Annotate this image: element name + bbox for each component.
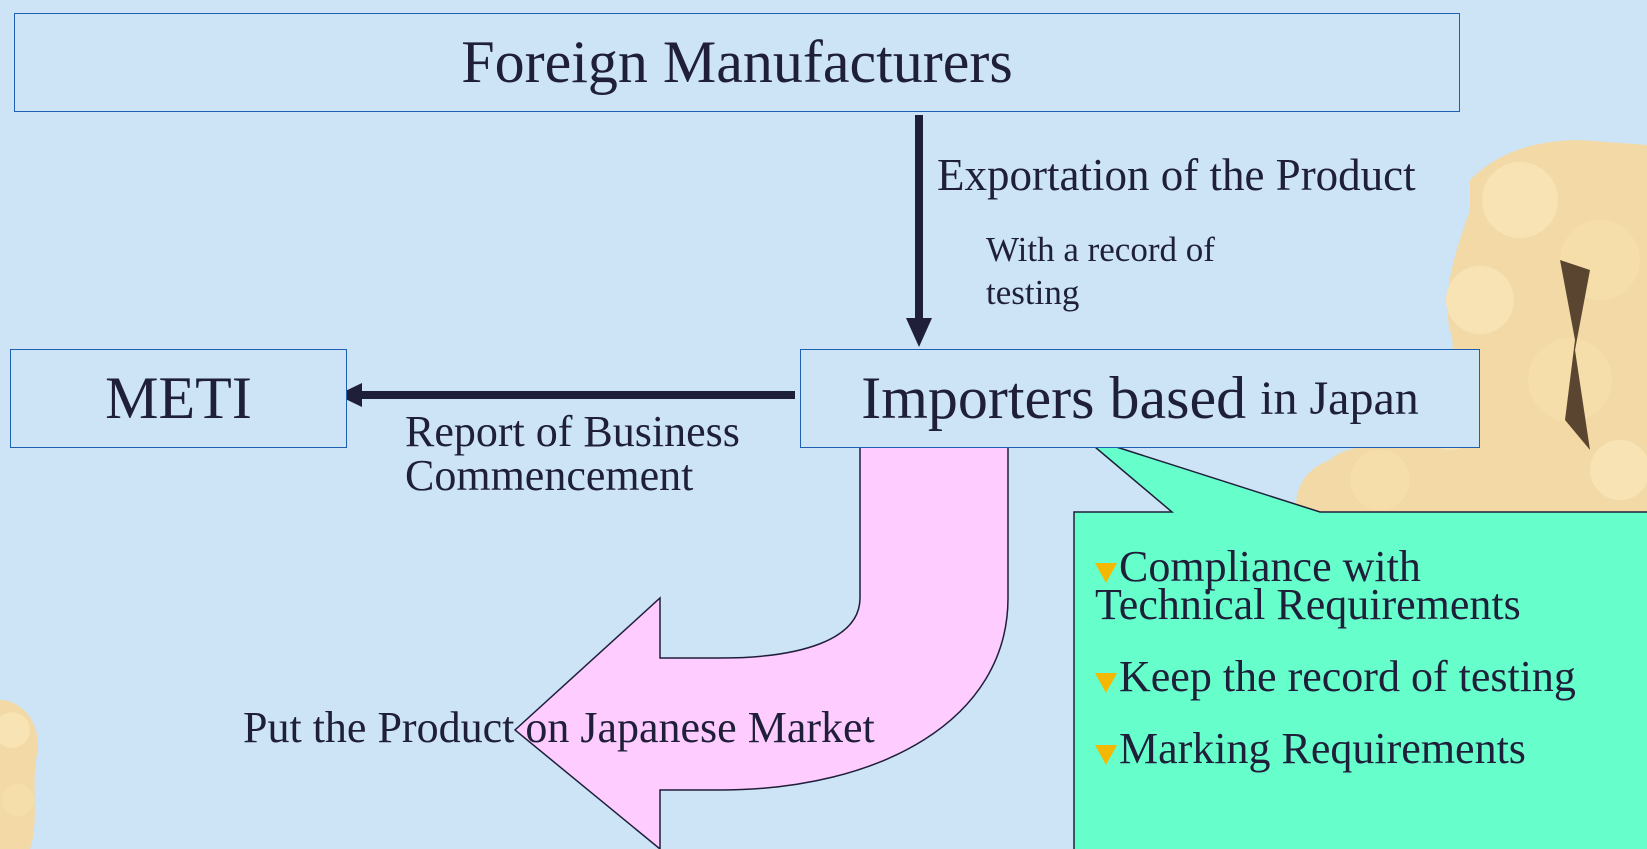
callout-item-text: Compliance with bbox=[1119, 542, 1421, 591]
callout-item-text: Marking Requirements bbox=[1119, 724, 1526, 773]
market-label: Put the Product on Japanese Market bbox=[243, 703, 875, 752]
importers-main-label: Importers based bbox=[861, 365, 1247, 431]
foreign-manufacturers-label: Foreign Manufacturers bbox=[461, 29, 1013, 95]
cherry-blossom-decoration-left bbox=[0, 700, 39, 849]
cherry-blossom-decoration bbox=[1296, 140, 1647, 520]
report-label-line-2: Commencement bbox=[405, 451, 694, 500]
bullet-triangle-icon bbox=[1095, 745, 1117, 765]
exportation-label: Exportation of the Product bbox=[937, 150, 1416, 200]
testing-note-line-2: testing bbox=[986, 273, 1080, 312]
callout-item-record: Keep the record of testing bbox=[1095, 655, 1576, 699]
testing-note: With a record of testing bbox=[986, 228, 1215, 314]
report-label-line-1: Report of Business bbox=[405, 407, 740, 456]
down-arrow-icon bbox=[906, 115, 932, 347]
importers-suffix-label: in Japan bbox=[1260, 372, 1419, 425]
meti-box: METI bbox=[10, 349, 347, 448]
importers-box: Importers based in Japan bbox=[800, 349, 1480, 448]
foreign-manufacturers-box: Foreign Manufacturers bbox=[14, 13, 1460, 112]
callout-item-compliance: Compliance with Technical Requirements bbox=[1095, 545, 1576, 629]
report-label: Report of Business Commencement bbox=[405, 410, 740, 498]
testing-note-line-1: With a record of bbox=[986, 230, 1215, 269]
callout-item-text: Keep the record of testing bbox=[1119, 652, 1576, 701]
callout-list: Compliance with Technical Requirements K… bbox=[1095, 545, 1576, 802]
curved-arrow-icon bbox=[513, 446, 1009, 849]
bullet-triangle-icon bbox=[1095, 563, 1117, 583]
callout-bubble bbox=[1073, 435, 1647, 849]
left-arrow-icon bbox=[337, 383, 795, 407]
meti-label: METI bbox=[105, 365, 252, 431]
bullet-triangle-icon bbox=[1095, 673, 1117, 693]
callout-item-marking: Marking Requirements bbox=[1095, 727, 1576, 771]
callout-item-text-line-2: Technical Requirements bbox=[1095, 580, 1521, 629]
